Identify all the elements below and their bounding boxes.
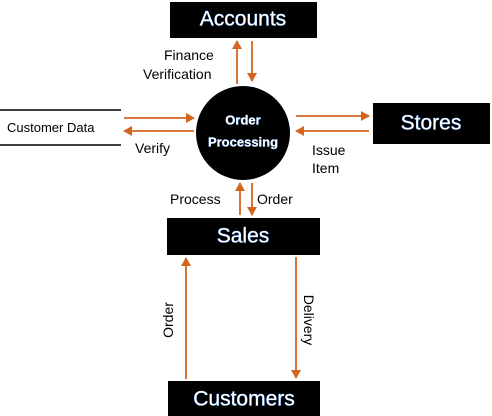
label-verification: Verification xyxy=(143,66,211,82)
customer-data-store[interactable]: Customer Data xyxy=(0,109,121,146)
process-label-line1: Order xyxy=(225,112,260,127)
process-label-line2: Processing xyxy=(208,134,278,149)
sales-label: Sales xyxy=(217,225,270,248)
sales-entity[interactable]: Sales xyxy=(167,218,320,255)
label-verify: Verify xyxy=(135,140,170,156)
customers-entity[interactable]: Customers xyxy=(168,381,320,416)
accounts-label: Accounts xyxy=(200,8,286,31)
customer-data-label: Customer Data xyxy=(7,120,95,135)
accounts-entity[interactable]: Accounts xyxy=(170,2,317,38)
stores-entity[interactable]: Stores xyxy=(373,103,490,144)
label-customer-order: Order xyxy=(160,302,176,338)
label-delivery: Delivery xyxy=(301,295,317,346)
label-process: Process xyxy=(170,191,221,207)
label-finance: Finance xyxy=(164,47,214,63)
order-processing-process[interactable]: Order Processing xyxy=(196,86,290,180)
label-issue: Issue xyxy=(312,142,346,158)
customers-label: Customers xyxy=(193,388,295,411)
label-order-up: Order xyxy=(257,191,293,207)
label-item: Item xyxy=(312,160,339,176)
stores-label: Stores xyxy=(401,112,462,135)
